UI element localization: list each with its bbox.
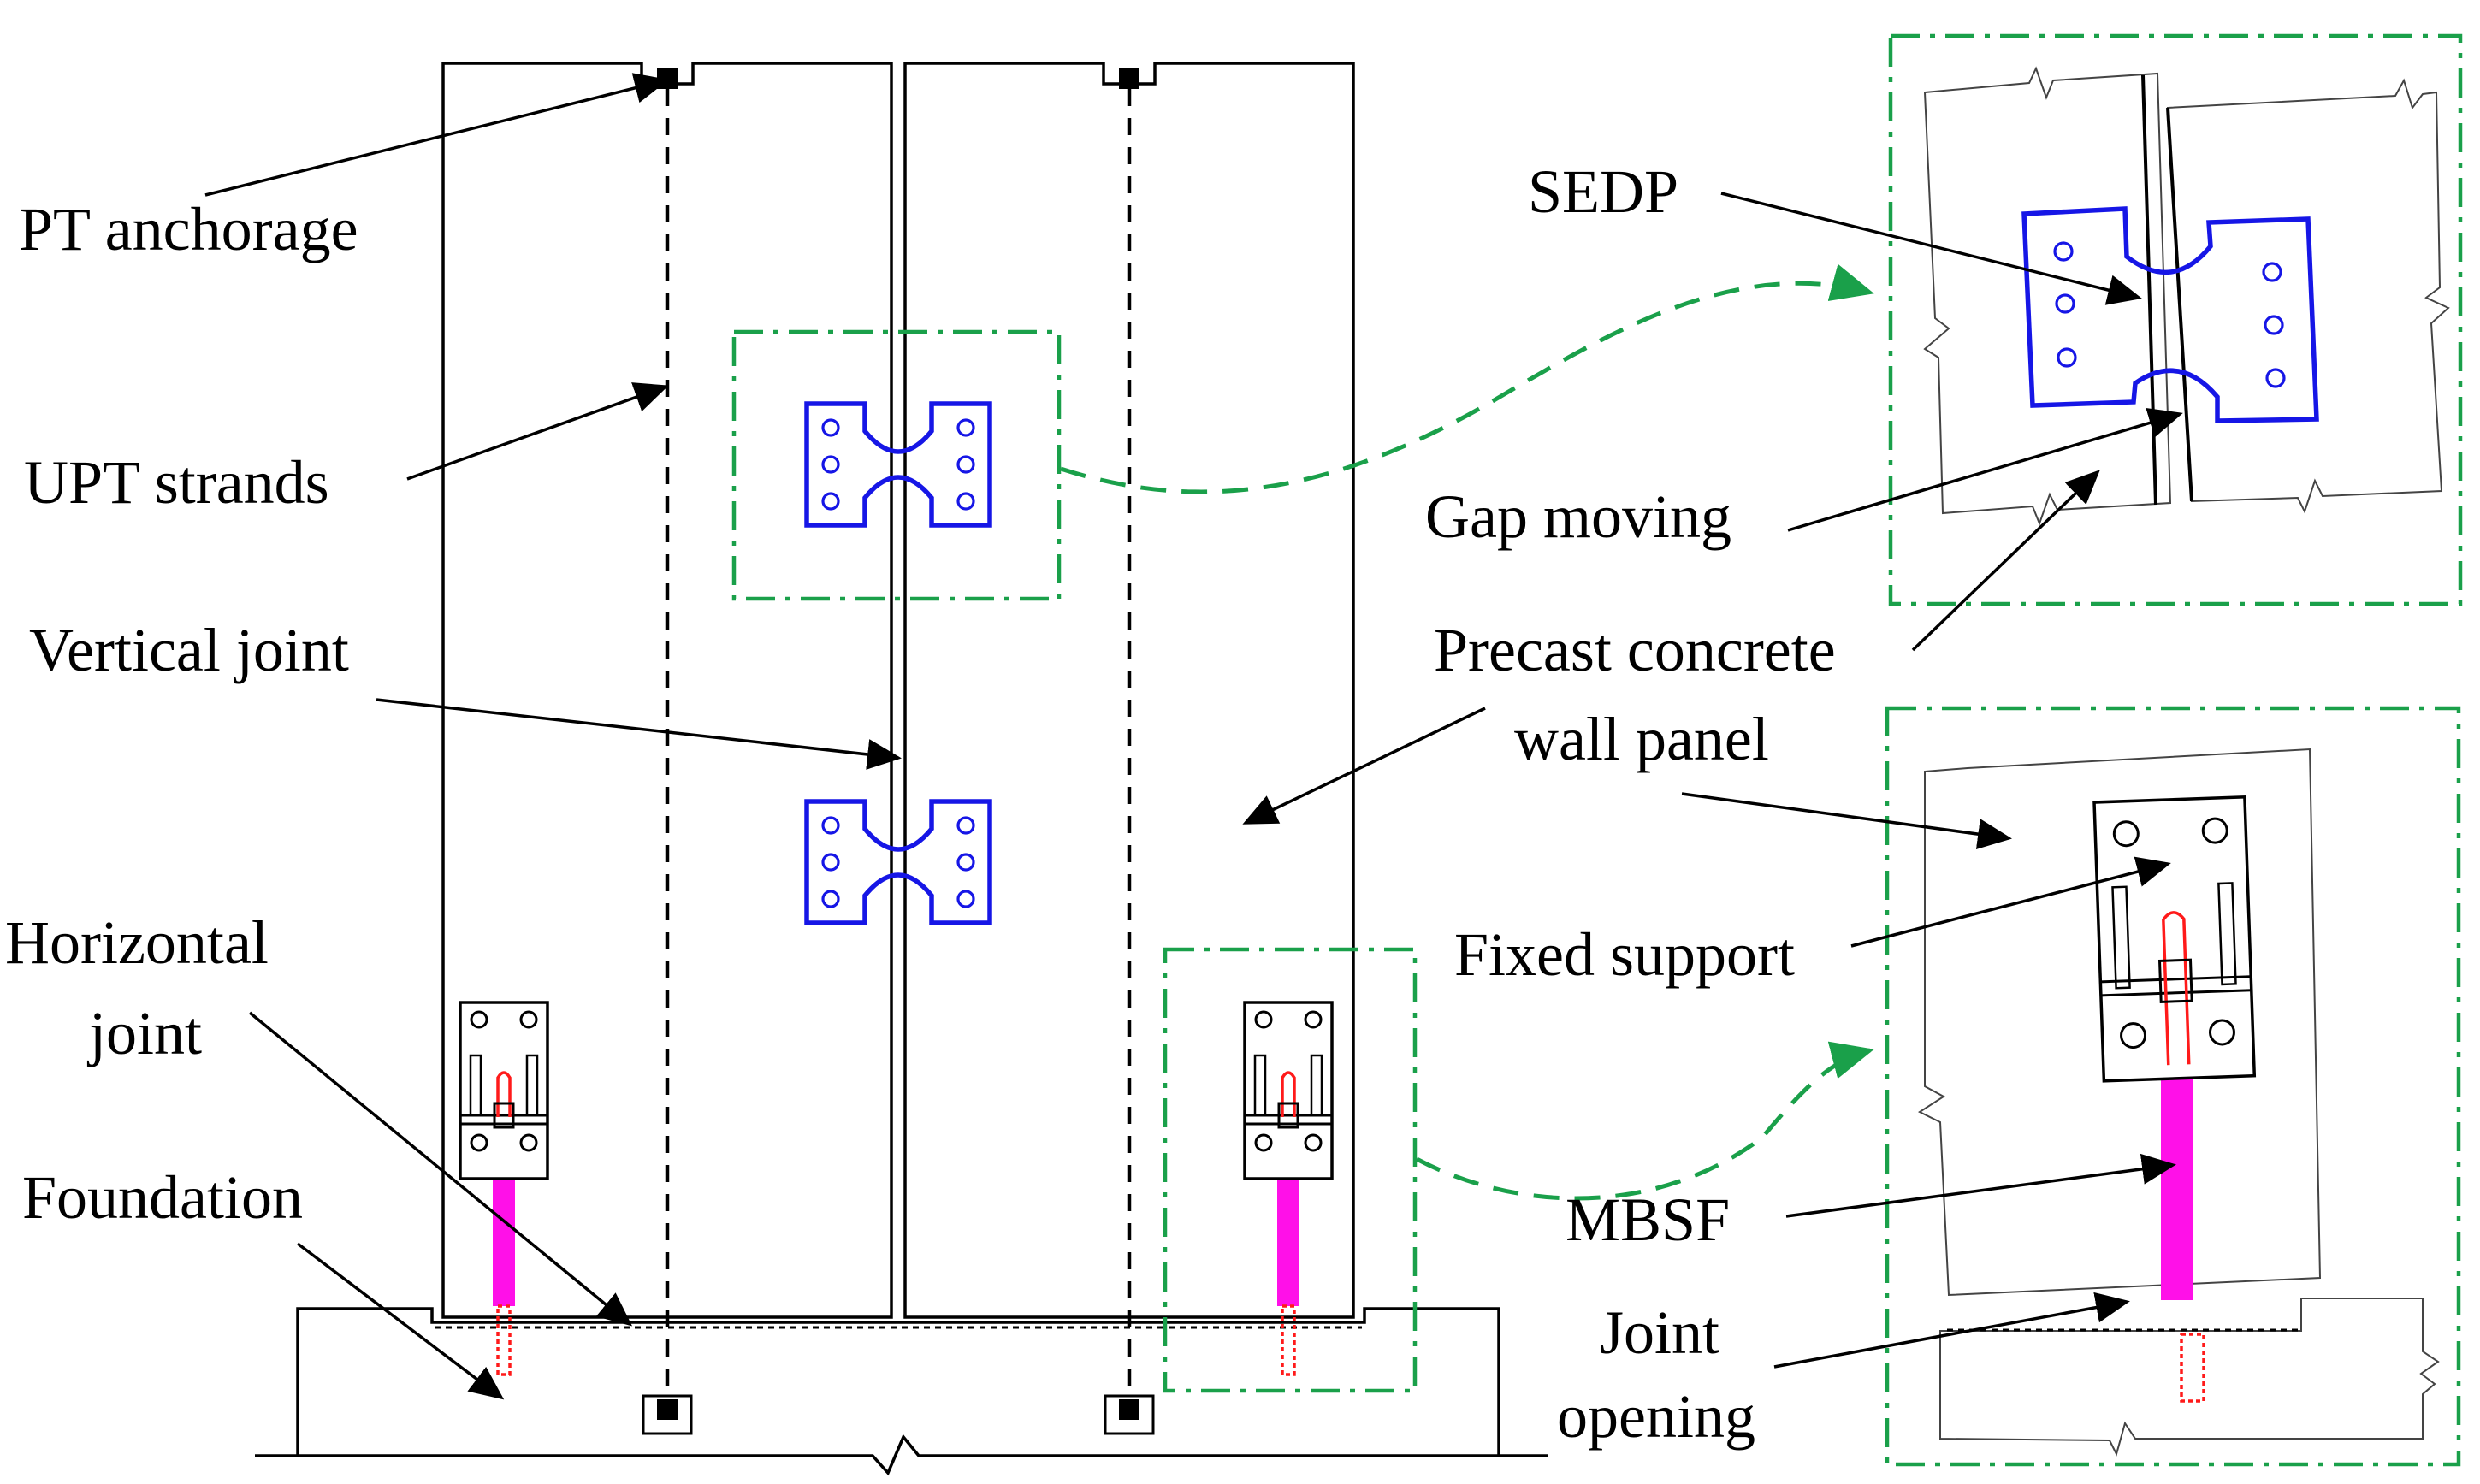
label-precast-line1: Precast concrete xyxy=(1434,616,1836,684)
label-gap-moving: Gap moving xyxy=(1425,482,1731,551)
label-joint-opening-line2: opening xyxy=(1557,1382,1755,1451)
sedp-upper xyxy=(807,404,990,525)
label-mbsf: MBSF xyxy=(1566,1185,1730,1254)
detail-support-view xyxy=(1885,706,2461,1467)
pt-anchorage-top-left xyxy=(657,68,678,89)
label-vertical-joint: Vertical joint xyxy=(29,616,349,684)
sedp-lower xyxy=(807,801,990,923)
detail-frame-sedp xyxy=(731,329,1062,601)
detail-leader-sedp xyxy=(1060,263,1874,494)
detail-leader-support xyxy=(1415,1041,1874,1201)
ground-line xyxy=(255,1434,1548,1476)
label-sedp: SEDP xyxy=(1528,157,1678,226)
pt-anchorage-bottom-left xyxy=(642,1394,693,1435)
label-joint-opening-line1: Joint xyxy=(1600,1298,1719,1367)
label-upt-strands: UPT strands xyxy=(24,448,329,517)
label-horizontal-joint-line1: Horizontal xyxy=(5,908,269,977)
diagram-labels: PT anchorage UPT strands Vertical joint … xyxy=(5,157,1836,1451)
pt-anchorage-top-right xyxy=(1119,68,1139,89)
detail-sedp-view xyxy=(1888,33,2463,606)
label-horizontal-joint-line2: joint xyxy=(86,999,202,1067)
label-pt-anchorage: PT anchorage xyxy=(19,195,358,263)
foundation-block xyxy=(296,1307,1500,1456)
detail-sedp-plate xyxy=(2021,206,2319,423)
label-fixed-support: Fixed support xyxy=(1454,920,1795,989)
left-fixed-support xyxy=(459,1001,549,1376)
detail-support-frame xyxy=(1885,706,2461,1467)
left-wall-panel xyxy=(441,62,893,1319)
right-fixed-support xyxy=(1243,1001,1334,1376)
detail-sedp-frame xyxy=(1888,33,2463,606)
label-foundation: Foundation xyxy=(22,1163,303,1232)
label-precast-line2: wall panel xyxy=(1514,705,1769,773)
right-wall-panel xyxy=(903,62,1355,1319)
pointer-arrows xyxy=(204,73,2183,1400)
detail-frame-support xyxy=(1163,947,1418,1393)
pt-anchorage-bottom-right xyxy=(1104,1394,1155,1435)
main-elevation xyxy=(255,62,1874,1476)
